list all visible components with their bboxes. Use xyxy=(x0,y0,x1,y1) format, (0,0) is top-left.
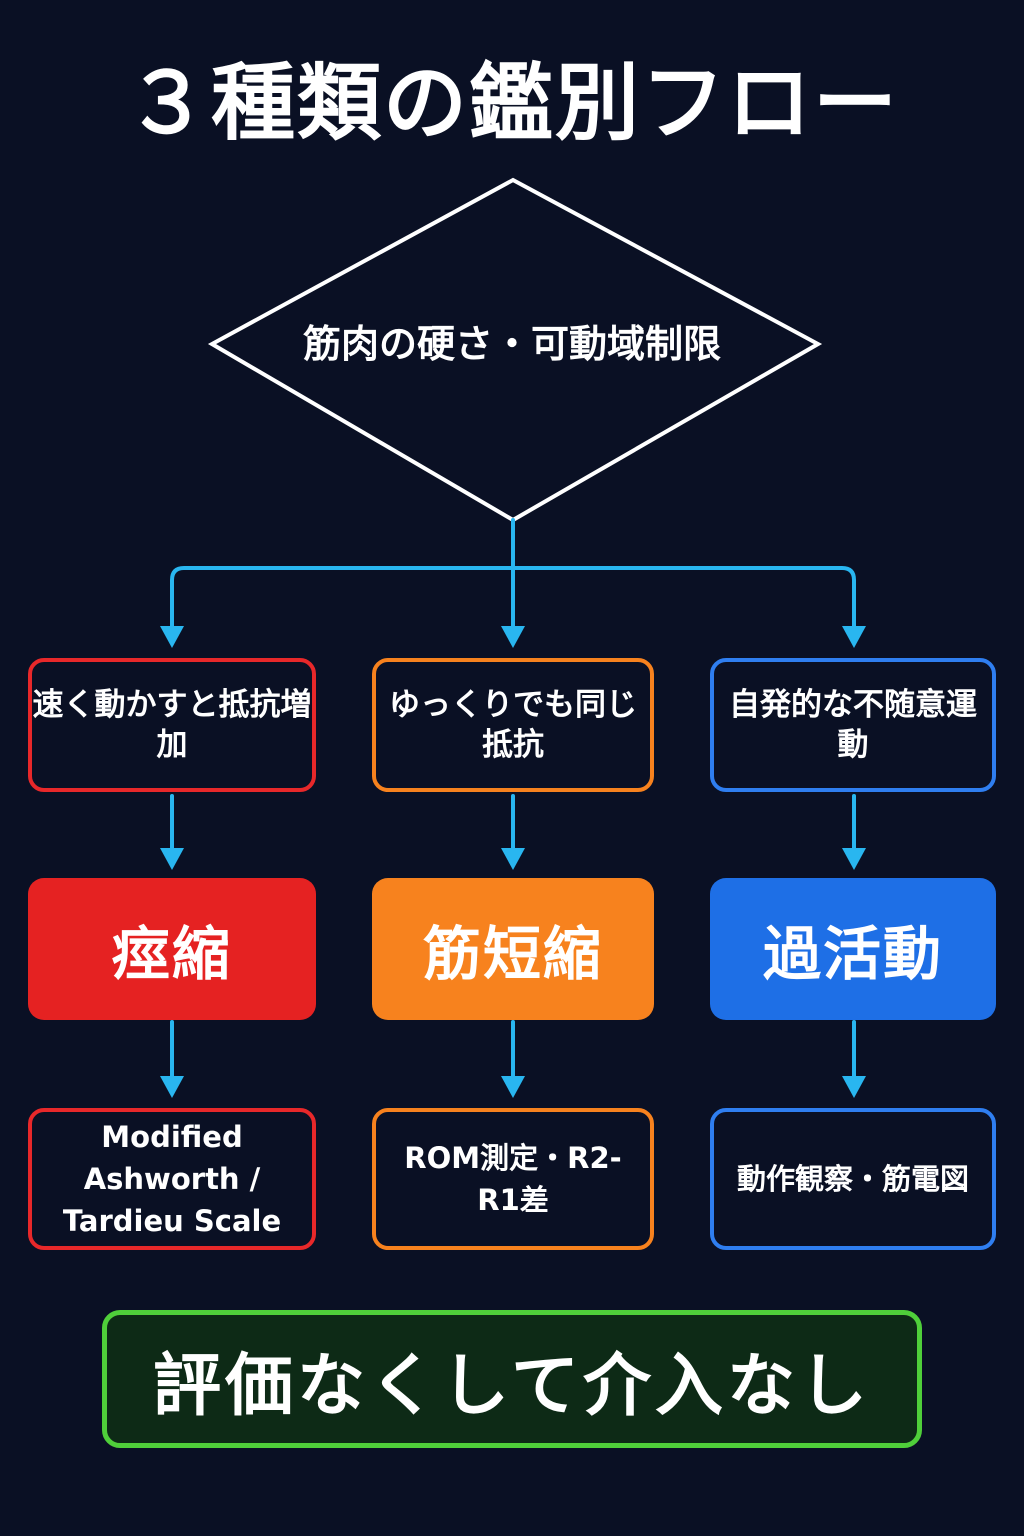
condition-box-spasticity: 速く動かすと抵抗増加 xyxy=(28,658,316,792)
condition-box-overactivity: 自発的な不随意運動 xyxy=(710,658,996,792)
method-box-shortening: ROM測定・R2-R1差 xyxy=(372,1108,654,1250)
footer-banner: 評価なくして介入なし xyxy=(102,1310,922,1448)
arrowhead xyxy=(160,626,184,648)
arrowhead xyxy=(842,1076,866,1098)
arrowheads xyxy=(160,626,866,1098)
method-box-overactivity: 動作観察・筋電図 xyxy=(710,1108,996,1250)
condition-label: 自発的な不随意運動 xyxy=(729,687,977,763)
result-label: 過活動 xyxy=(762,920,943,988)
branch-lines xyxy=(170,518,856,1080)
result-box-spasticity: 痙縮 xyxy=(28,878,316,1020)
condition-label: ゆっくりでも同じ抵抗 xyxy=(389,687,637,763)
arrowhead xyxy=(160,1076,184,1098)
decision-label: 筋肉の硬さ・可動域制限 xyxy=(302,322,721,366)
method-label: Modified Ashworth / Tardieu Scale xyxy=(62,1120,282,1238)
result-label: 筋短縮 xyxy=(422,920,603,988)
condition-label: 速く動かすと抵抗増加 xyxy=(32,687,312,763)
page-title: ３種類の鑑別フロー xyxy=(124,54,899,152)
result-box-overactivity: 過活動 xyxy=(710,878,996,1020)
arrowhead xyxy=(842,626,866,648)
arrowhead xyxy=(501,848,525,870)
method-label: 動作観察・筋電図 xyxy=(736,1162,969,1196)
arrowhead xyxy=(842,848,866,870)
result-box-shortening: 筋短縮 xyxy=(372,878,654,1020)
method-box-spasticity: Modified Ashworth / Tardieu Scale xyxy=(28,1108,316,1250)
arrowhead xyxy=(501,626,525,648)
result-label: 痙縮 xyxy=(111,920,232,988)
arrowhead xyxy=(501,1076,525,1098)
condition-box-shortening: ゆっくりでも同じ抵抗 xyxy=(372,658,654,792)
arrowhead xyxy=(160,848,184,870)
footer-label: 評価なくして介入なし xyxy=(153,1346,871,1426)
method-label: ROM測定・R2-R1差 xyxy=(404,1141,622,1217)
